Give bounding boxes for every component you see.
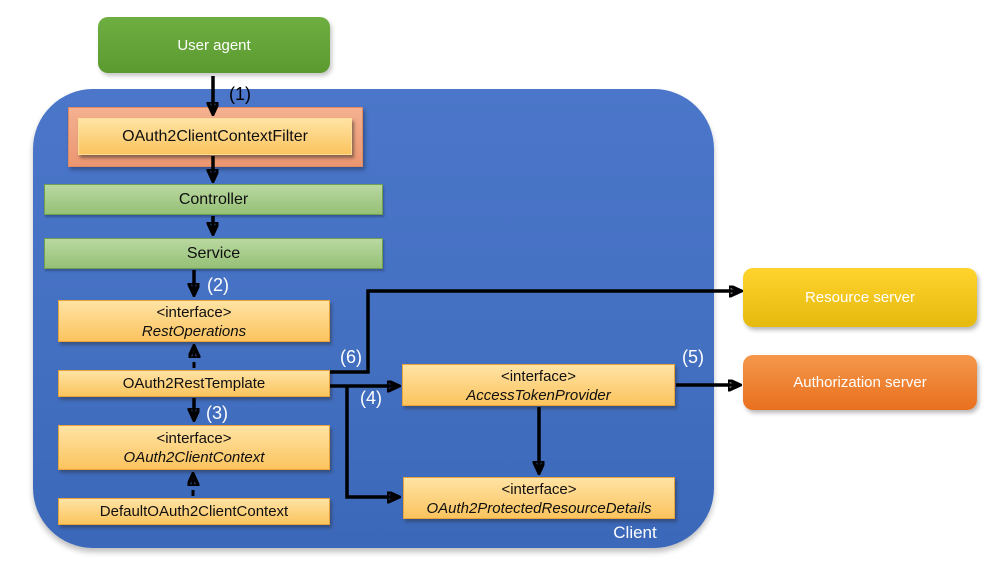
user-agent-box: User agent [98, 17, 330, 73]
rest-template-label: OAuth2RestTemplate [122, 375, 266, 392]
access-token-provider-stereotype: <interface> [500, 367, 577, 385]
access-token-provider-box: <interface> AccessTokenProvider [402, 364, 675, 406]
rest-operations-stereotype: <interface> [156, 303, 232, 321]
step-label-2: (2) [207, 275, 229, 295]
resource-server-label: Resource server [804, 289, 916, 306]
controller-label: Controller [178, 190, 249, 208]
resource-server-box: Resource server [743, 268, 977, 327]
oauth2-rest-template-box: OAuth2RestTemplate [58, 370, 330, 397]
protected-resource-details-stereotype: <interface> [501, 480, 577, 498]
authorization-server-label: Authorization server [793, 374, 927, 391]
user-agent-label: User agent [177, 36, 251, 54]
client-context-name: OAuth2ClientContext [123, 449, 265, 466]
client-container-label: Client [613, 523, 657, 542]
authorization-server-box: Authorization server [743, 355, 977, 410]
access-token-provider-name: AccessTokenProvider [466, 386, 611, 404]
default-client-context-label: DefaultOAuth2ClientContext [99, 503, 289, 520]
default-oauth2-client-context-box: DefaultOAuth2ClientContext [58, 498, 330, 525]
client-context-stereotype: <interface> [156, 430, 232, 447]
step-label-4: (4) [360, 388, 382, 408]
service-box: Service [44, 238, 383, 269]
filter-label: OAuth2ClientContextFilter [122, 127, 308, 145]
controller-box: Controller [44, 184, 383, 215]
rest-operations-name: RestOperations [141, 322, 247, 340]
step-label-1: (1) [229, 84, 251, 104]
step-label-3: (3) [206, 403, 228, 423]
oauth2-client-context-box: <interface> OAuth2ClientContext [58, 425, 330, 470]
service-label: Service [186, 244, 241, 262]
oauth2-protected-resource-details-box: <interface> OAuth2ProtectedResourceDetai… [403, 477, 675, 519]
step-label-5: (5) [682, 347, 704, 367]
oauth2-client-context-filter-box: OAuth2ClientContextFilter [78, 118, 352, 155]
protected-resource-details-name: OAuth2ProtectedResourceDetails [426, 499, 652, 517]
rest-operations-box: <interface> RestOperations [58, 300, 330, 342]
step-label-6: (6) [340, 347, 362, 367]
